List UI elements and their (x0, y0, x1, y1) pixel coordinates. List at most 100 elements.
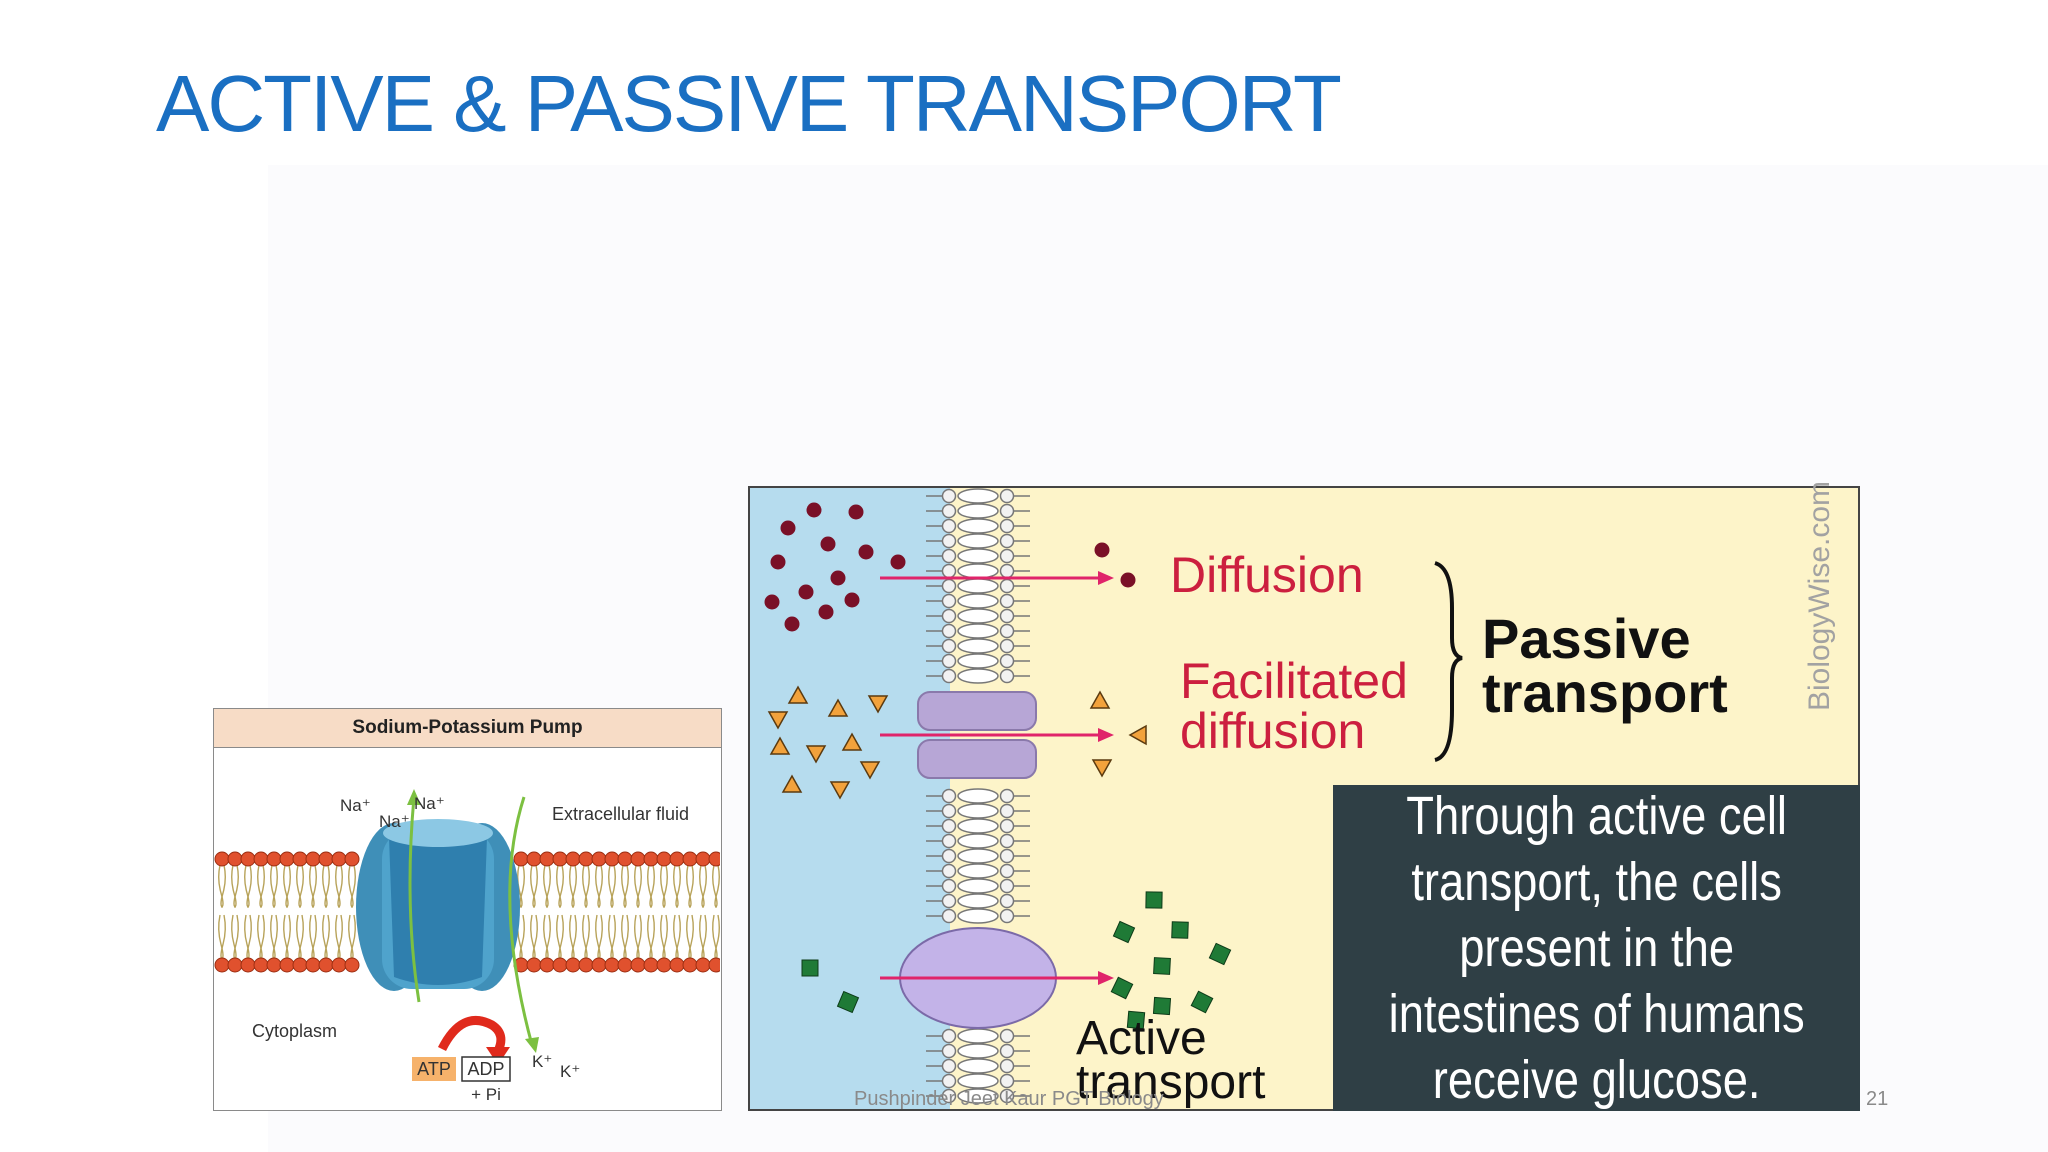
facilitated-label-2: diffusion (1180, 703, 1366, 759)
passive-brace (1434, 561, 1463, 762)
active-label-1: Active (1076, 1012, 1207, 1065)
lipid-head (669, 851, 685, 867)
lipid-head (318, 851, 334, 867)
lipid-head (240, 957, 256, 973)
pi-label: + Pi (471, 1085, 501, 1104)
solute-triangle (827, 698, 849, 717)
lipid-head (591, 851, 607, 867)
solute-triangle (841, 732, 863, 751)
facilitated-label-1: Facilitated (1180, 653, 1408, 709)
solute-triangle (1089, 690, 1111, 709)
lipid-head (565, 957, 581, 973)
lipid-head (331, 957, 347, 973)
slide-title: ACTIVE & PASSIVE TRANSPORT (156, 59, 1342, 148)
lipid-head (708, 851, 720, 867)
lipid-head (227, 851, 243, 867)
glucose-molecules (801, 891, 1232, 1030)
na-ion-label: Na⁺ (340, 796, 371, 815)
diffusion-label: Diffusion (1170, 547, 1364, 603)
solute-triangle (1128, 724, 1147, 746)
adp-label: ADP (467, 1059, 504, 1079)
lipid-head (318, 957, 334, 973)
lipid-head (227, 957, 243, 973)
lipid-head (292, 957, 308, 973)
extracellular-label: Extracellular fluid (552, 804, 689, 824)
lipid-head (643, 957, 659, 973)
glucose-square (801, 959, 819, 977)
info-line: Through active cell (1406, 786, 1787, 846)
info-line: transport, the cells (1411, 852, 1782, 912)
na-ion-label: Na⁺ (414, 794, 445, 813)
solute-dot (818, 604, 834, 620)
solute-triangle (867, 695, 889, 714)
k-ion-label: K⁺ (532, 1052, 552, 1071)
lipid-head (526, 851, 542, 867)
info-line: present in the (1459, 918, 1734, 978)
solute-dot (890, 554, 906, 570)
lipid-head (695, 957, 711, 973)
solute-dot (858, 544, 874, 560)
lipid-head (669, 957, 685, 973)
lipid-head (331, 851, 347, 867)
glucose-square (1153, 957, 1171, 975)
lipid-head (305, 957, 321, 973)
lipid-head (526, 957, 542, 973)
lipid-head (266, 957, 282, 973)
lipid-head (279, 957, 295, 973)
lipid-head (591, 957, 607, 973)
outside-region (750, 488, 950, 1109)
passive-label-1: Passive (1482, 607, 1691, 670)
solute-dot (1094, 542, 1110, 558)
solute-triangle (859, 761, 881, 780)
lipid-bilayer (214, 851, 720, 973)
cytoplasm-label: Cytoplasm (252, 1021, 337, 1041)
lipid-head (279, 851, 295, 867)
lipid-head (253, 851, 269, 867)
channel-protein (917, 691, 1037, 779)
solute-triangle (1091, 759, 1113, 778)
pump-diagram-title: Sodium-Potassium Pump (214, 709, 721, 748)
lipid-head (617, 957, 633, 973)
lipid-head (214, 851, 230, 867)
lipid-head (539, 957, 555, 973)
cell-membrane (926, 488, 1030, 1104)
glucose-square (1126, 1010, 1146, 1030)
lipid-head (513, 851, 529, 867)
lipid-head (253, 957, 269, 973)
glucose-square (1208, 942, 1232, 966)
solute-dot (798, 584, 814, 600)
transport-arrows (880, 571, 1114, 985)
k-ion-label: K⁺ (560, 1062, 580, 1081)
diffusion-molecules (764, 502, 1136, 632)
atp-label: ATP (417, 1059, 451, 1079)
biologywise-watermark: BiologyWise.com (1803, 480, 1836, 712)
lipid-head (630, 851, 646, 867)
adp-box (461, 1056, 511, 1082)
solute-dot (764, 594, 780, 610)
na-ion-label: Na⁺ (379, 812, 410, 831)
lipid-head (344, 851, 360, 867)
solute-dot (806, 502, 822, 518)
solute-triangle (781, 774, 803, 793)
slide-page-number: 21 (1866, 1088, 1889, 1110)
glucose-square (836, 990, 860, 1014)
atp-hydrolysis-arrow (437, 1016, 510, 1065)
lipid-head (643, 851, 659, 867)
lipid-head (539, 851, 555, 867)
solute-dot (1120, 572, 1136, 588)
solute-triangle (769, 736, 791, 755)
lipid-head (708, 957, 720, 973)
glucose-square (1110, 976, 1134, 1000)
lipid-head (552, 957, 568, 973)
lipid-head (344, 957, 360, 973)
lipid-head (682, 851, 698, 867)
pump-illustration: ATP ADP + Pi Na⁺ Na⁺ Na⁺ Extracellular f… (214, 789, 720, 1104)
solute-triangle (829, 781, 851, 800)
solute-triangle (787, 685, 809, 704)
lipid-head (630, 957, 646, 973)
lipid-head (565, 851, 581, 867)
solute-triangle (767, 711, 789, 730)
active-label-2: transport (1076, 1056, 1266, 1109)
atp-box (412, 1057, 456, 1081)
lipid-head (617, 851, 633, 867)
